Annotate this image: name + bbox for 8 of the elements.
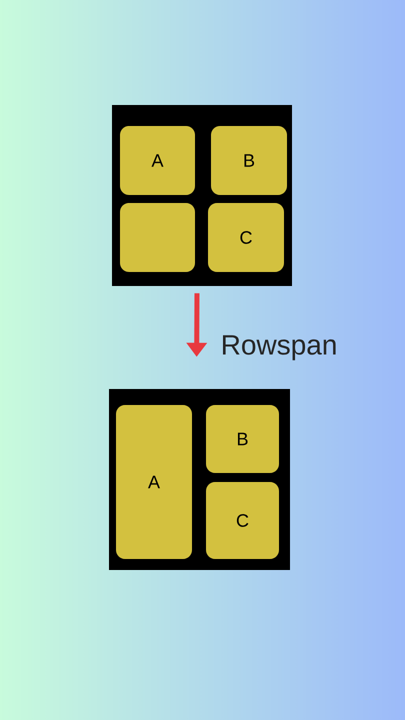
grid-cell bbox=[120, 203, 195, 272]
grid-cell: C bbox=[208, 203, 284, 272]
grid-cell: A bbox=[116, 405, 192, 559]
grid-cell: B bbox=[211, 126, 287, 195]
edge-label: Rowspan bbox=[223, 335, 336, 360]
grid-cell: A bbox=[120, 126, 195, 195]
grid-cell: C bbox=[206, 482, 279, 559]
grid-cell: B bbox=[206, 405, 279, 473]
